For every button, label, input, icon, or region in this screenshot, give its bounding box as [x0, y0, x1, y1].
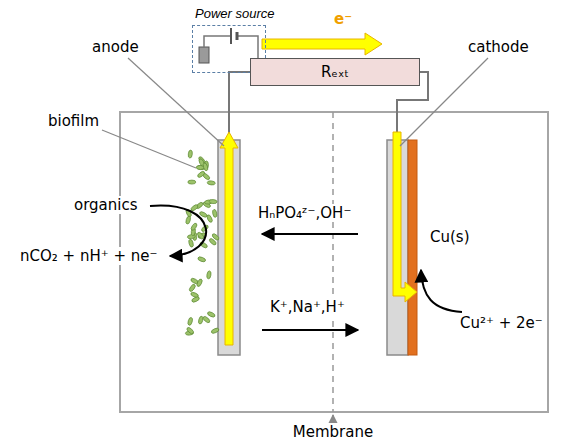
bacterium [209, 199, 217, 204]
bacterium [207, 311, 216, 318]
bacterium [206, 214, 213, 223]
bacterium [186, 326, 195, 334]
battery-plate [236, 32, 239, 40]
bacterium [196, 278, 203, 287]
leader-line [102, 130, 196, 168]
ion-flux-arrow [262, 329, 358, 331]
bacterium [206, 271, 211, 280]
part-name: biofilm [46, 112, 101, 130]
bacterium [197, 256, 206, 263]
bacterium [187, 317, 193, 326]
bacterium [190, 204, 199, 212]
bacterium [197, 170, 206, 178]
electron-arrow [262, 33, 382, 55]
product-label: nCO₂ + nH⁺ + ne⁻ [18, 247, 159, 265]
ion-label: K⁺,Na⁺,H⁺ [268, 298, 347, 316]
product-label: Cu(s) [428, 228, 472, 246]
reactant-label: Cu²⁺ + 2e⁻ [458, 314, 545, 332]
bacterium [202, 162, 208, 171]
membrane-line [332, 112, 334, 412]
bacterium [198, 316, 204, 325]
part-name: cathode [466, 38, 531, 56]
battery-symbol [199, 47, 209, 63]
bacterium [188, 150, 193, 158]
copper-deposit [408, 140, 417, 355]
bacterium [188, 180, 196, 184]
bacterium [191, 296, 200, 303]
cell-housing [120, 112, 548, 412]
bacterium [188, 239, 194, 248]
resistor-box: Rₑₓₜ [250, 58, 420, 86]
reaction-arrow [421, 270, 462, 312]
part-name: Membrane [291, 423, 375, 441]
box-heading: Power source [195, 6, 274, 22]
electron-label: e⁻ [332, 10, 354, 28]
bacterium [196, 231, 204, 240]
bacterium [188, 283, 196, 292]
ion-flux-arrow [262, 233, 358, 235]
reactant-label: organics [72, 196, 140, 214]
bacterium [190, 222, 198, 231]
component-label: Rₑₓₜ [321, 63, 349, 81]
battery-plate [230, 28, 232, 44]
electron-arrow [220, 132, 238, 345]
bacterium [202, 315, 211, 323]
ion-label: HₙPO₄ᶻ⁻,OH⁻ [256, 204, 353, 222]
bacterium [185, 216, 191, 225]
electron-arrow [393, 132, 417, 302]
leader-line [128, 58, 224, 146]
bacterium [208, 238, 217, 246]
leader-line [332, 415, 334, 421]
part-name: anode [90, 38, 141, 56]
bacterium [207, 180, 215, 185]
bacterium [211, 327, 220, 334]
bacterium [212, 209, 217, 218]
wire [229, 72, 250, 140]
